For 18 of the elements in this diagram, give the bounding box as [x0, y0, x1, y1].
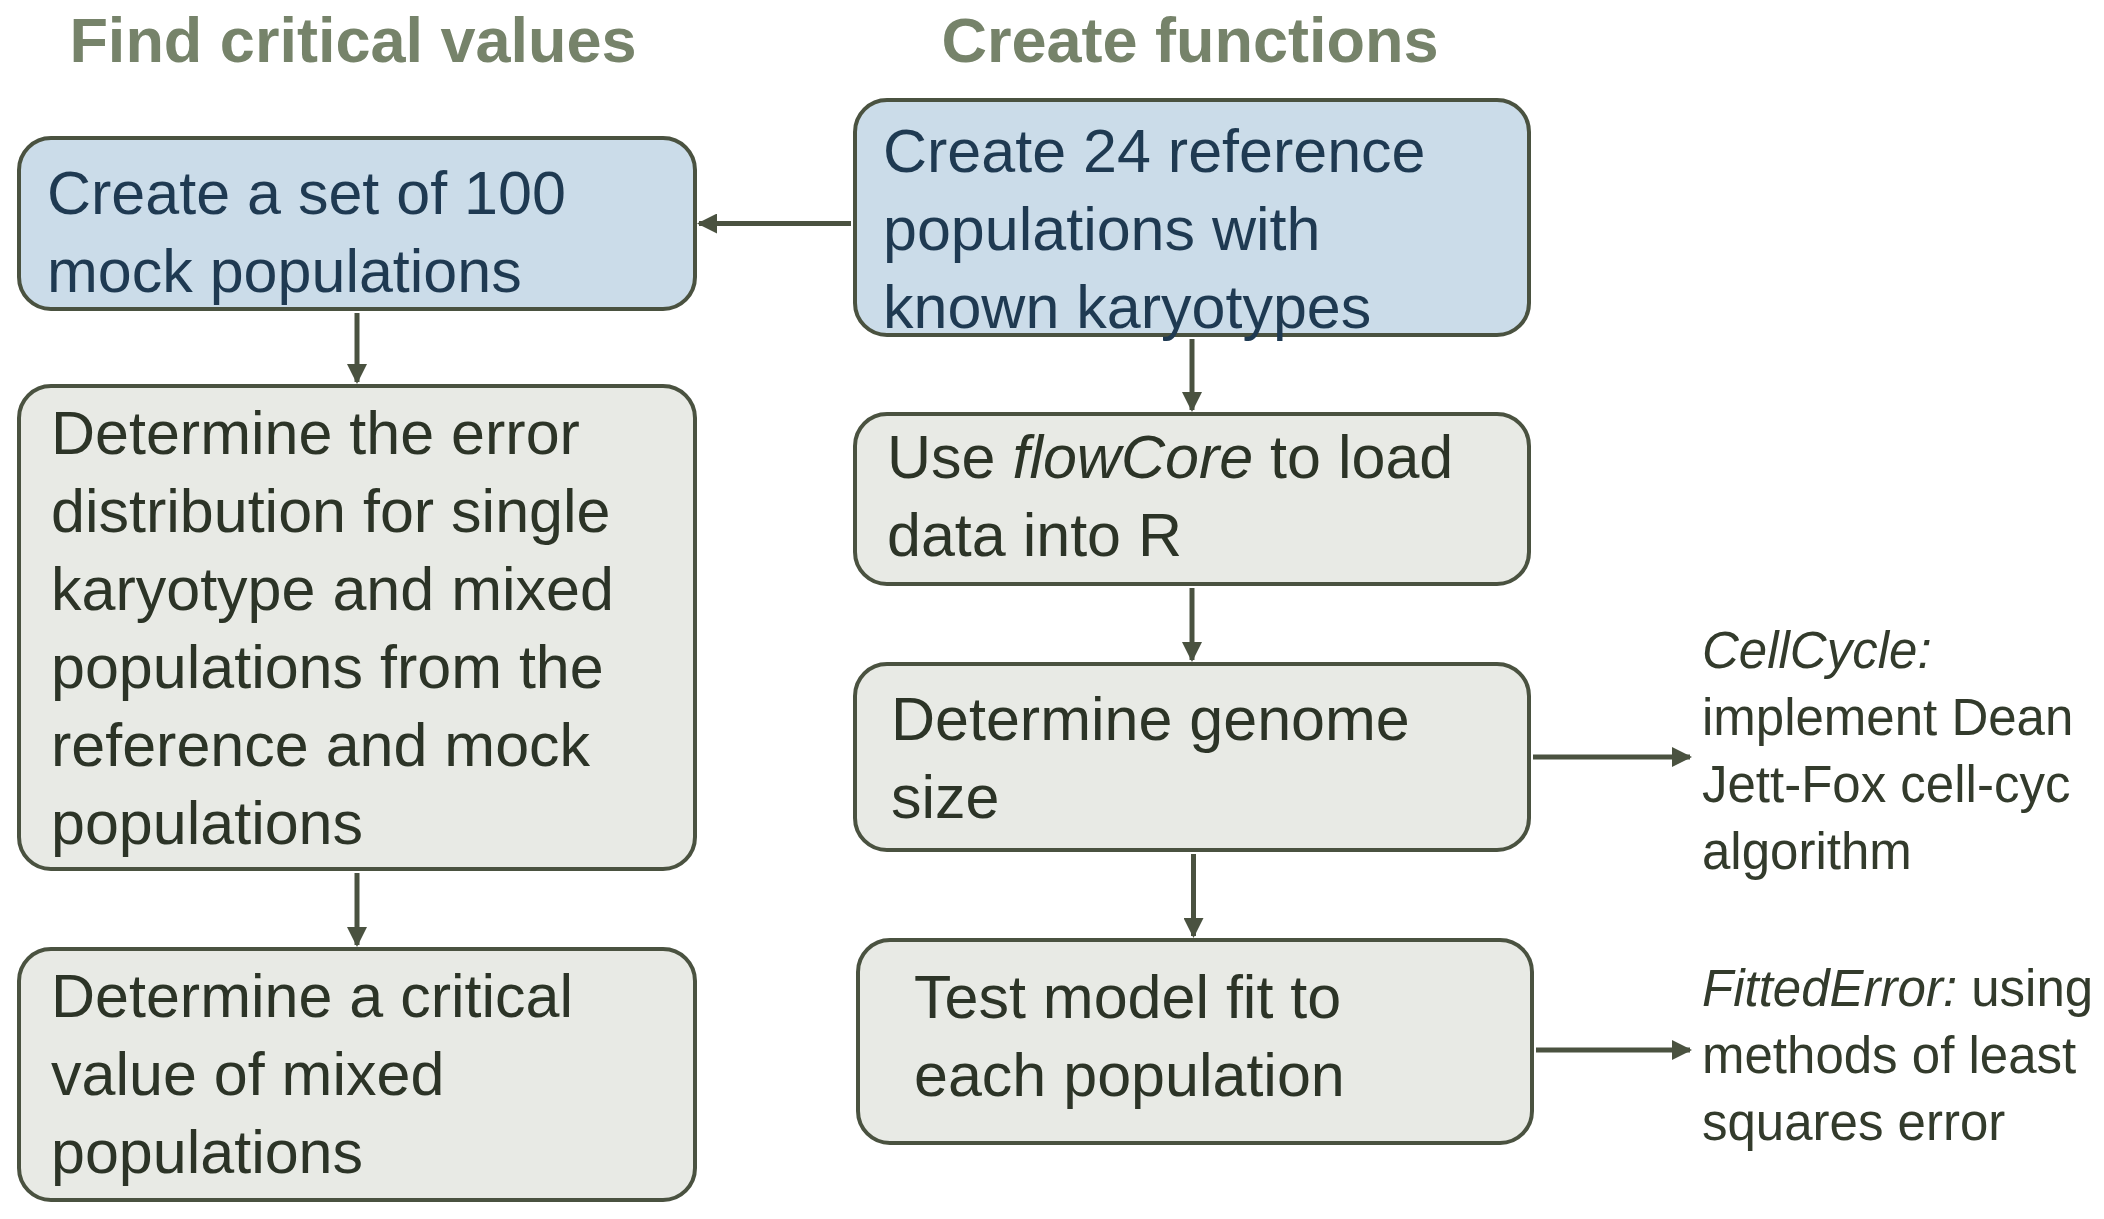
- note-text: FittedError: using methods of least squares error: [1702, 959, 2095, 1153]
- arrow: [697, 213, 851, 234]
- column-heading: Create functions: [941, 4, 1439, 76]
- arrow: [1182, 588, 1202, 662]
- arrow: [347, 873, 367, 947]
- arrow: [1536, 1040, 1692, 1060]
- process-box: Determine the error distribution for single karyotype and mixed populations from the reference and mock populations: [17, 384, 697, 871]
- process-box: Determine genome size: [853, 662, 1531, 852]
- process-box: Use flowCore to load data into R: [853, 412, 1531, 586]
- arrow: [347, 313, 367, 384]
- note-text: CellCycle: implement Dean Jett-Fox cell-cyc algorithm: [1702, 621, 2075, 882]
- arrow: [1533, 747, 1692, 767]
- column-heading: Find critical values: [69, 4, 637, 76]
- process-box: Determine a critical value of mixed populations: [17, 947, 697, 1202]
- process-box: Create a set of 100 mock populations: [17, 136, 697, 311]
- arrow: [1183, 854, 1204, 938]
- process-box: Test model fit to each population: [856, 938, 1534, 1145]
- arrow: [1182, 339, 1202, 412]
